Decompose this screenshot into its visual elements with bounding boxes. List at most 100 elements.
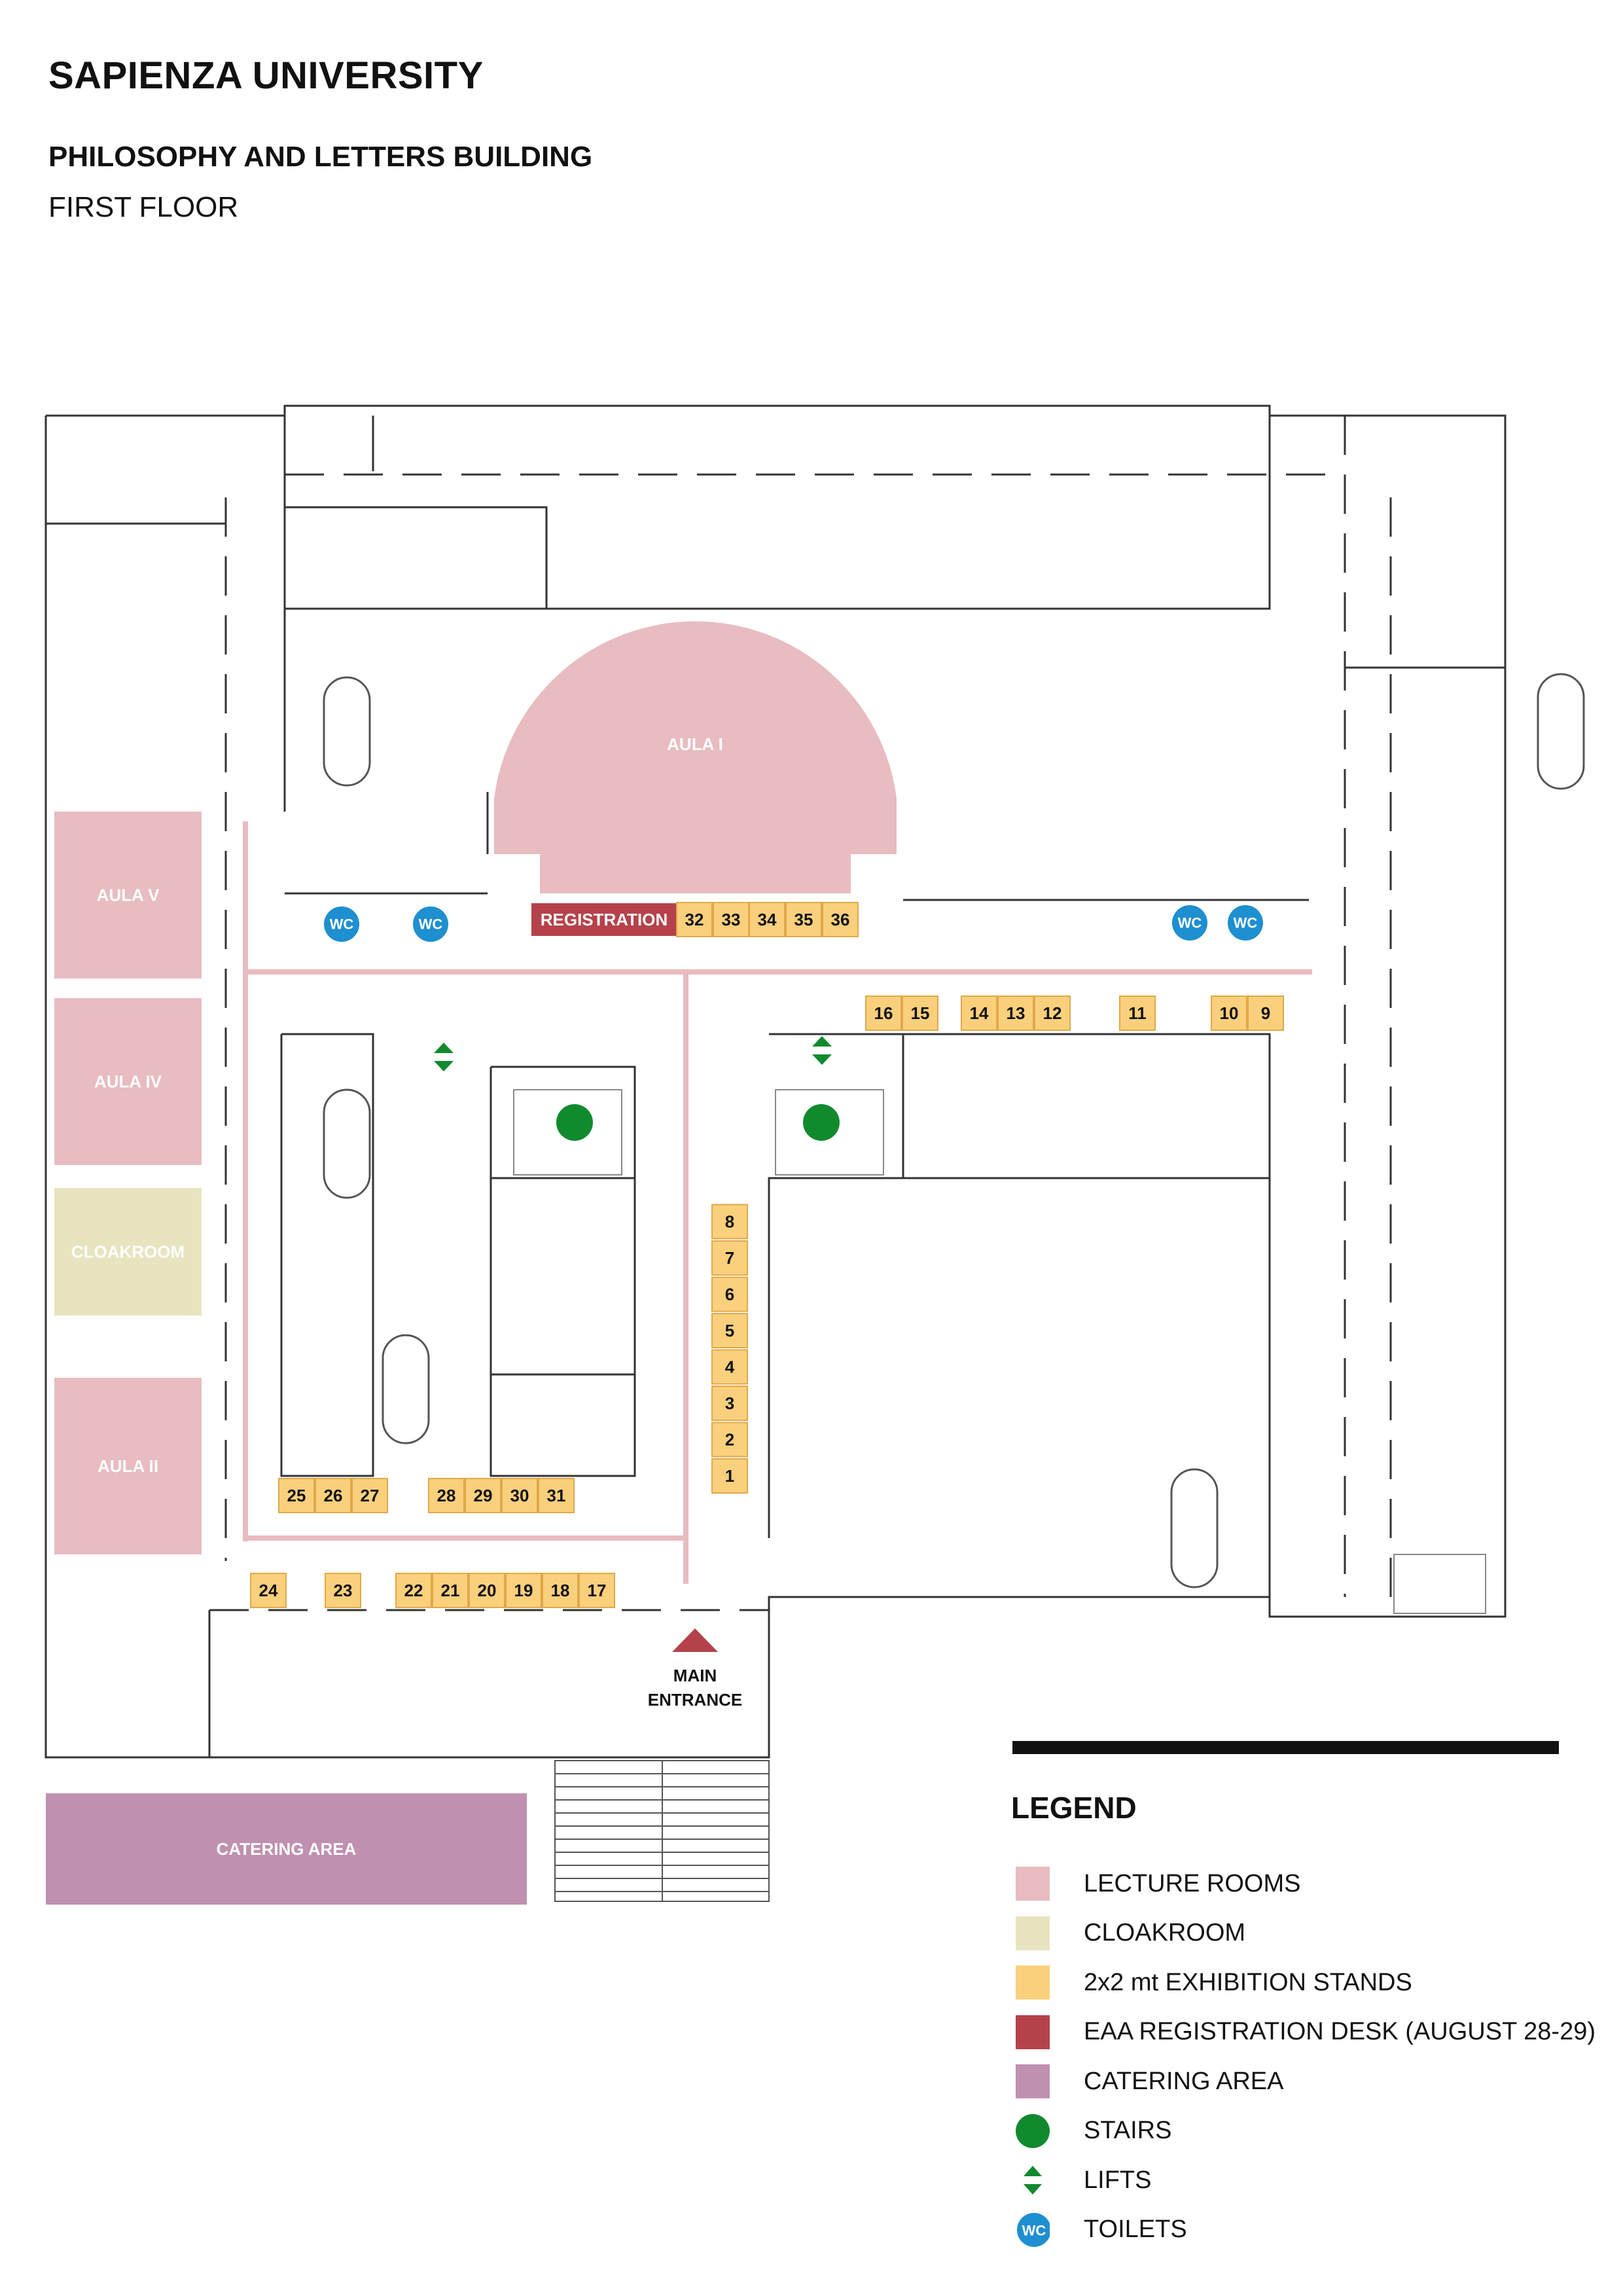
stand-5: 5 xyxy=(711,1313,748,1348)
legend-label: LIFTS xyxy=(1084,2166,1152,2194)
stand-number: 29 xyxy=(474,1486,493,1505)
wc-label: WC xyxy=(330,916,354,933)
legend-item-stairs: STAIRS xyxy=(1016,2113,1171,2149)
stand-box xyxy=(1034,996,1071,1031)
legend-swatch xyxy=(1016,2064,1050,2098)
stand-box xyxy=(676,902,713,937)
stand-box xyxy=(469,1573,505,1608)
stairs-icon xyxy=(1016,2113,1050,2149)
stand-box xyxy=(325,1573,361,1608)
stand-number: 16 xyxy=(874,1003,893,1023)
stand-box xyxy=(505,1573,542,1608)
stair-wells xyxy=(513,1089,1486,1614)
stand-number: 1 xyxy=(725,1466,734,1486)
wc-label: WC xyxy=(419,916,443,933)
stand-number: 27 xyxy=(361,1486,380,1505)
stand-number: 35 xyxy=(794,910,813,929)
map-title: SAPIENZA UNIVERSITY xyxy=(48,54,484,97)
room-cloakroom xyxy=(54,1188,202,1316)
stand-19: 19 xyxy=(505,1573,542,1608)
room-label-aula_v: AULA V xyxy=(97,886,160,905)
toilet-marker: WC xyxy=(1172,905,1207,941)
stand-15: 15 xyxy=(902,996,938,1031)
stand-box xyxy=(428,1478,465,1513)
stand-4: 4 xyxy=(711,1349,748,1385)
stand-27: 27 xyxy=(351,1478,388,1513)
stand-box xyxy=(395,1573,432,1608)
legend-item-catering: CATERING AREA xyxy=(1016,2063,1283,2100)
stand-number: 19 xyxy=(514,1581,533,1600)
legend-item-lifts: LIFTS xyxy=(1016,2162,1151,2198)
stand-16: 16 xyxy=(865,996,902,1031)
stand-21: 21 xyxy=(432,1573,469,1608)
stand-box xyxy=(432,1573,469,1608)
stand-18: 18 xyxy=(542,1573,579,1608)
wc-icon xyxy=(1172,905,1207,941)
stand-box xyxy=(465,1478,501,1513)
wc-label: WC xyxy=(1178,915,1202,931)
stand-7: 7 xyxy=(711,1240,748,1276)
spiral-stair-c xyxy=(382,1334,430,1444)
legend-label: LECTURE ROOMS xyxy=(1084,1869,1301,1897)
stand-box xyxy=(711,1349,748,1385)
stand-12: 12 xyxy=(1034,996,1071,1031)
stand-box xyxy=(711,1240,748,1276)
room-label-aula_ii: AULA II xyxy=(98,1456,158,1476)
stand-number: 6 xyxy=(725,1285,734,1304)
stand-14: 14 xyxy=(961,996,997,1031)
stand-box xyxy=(711,1204,748,1240)
building-name: PHILOSOPHY AND LETTERS BUILDING xyxy=(48,141,593,173)
stand-25: 25 xyxy=(278,1478,315,1513)
building-walls xyxy=(45,404,1507,1759)
stand-36: 36 xyxy=(822,902,859,937)
inner-north-block xyxy=(769,1033,1271,1178)
spiral-stair-se xyxy=(1170,1468,1219,1588)
room-aula_iv xyxy=(54,998,202,1165)
stand-26: 26 xyxy=(315,1478,351,1513)
lift-icon xyxy=(812,1036,832,1065)
stand-9: 9 xyxy=(1247,996,1284,1031)
stand-number: 5 xyxy=(725,1321,734,1340)
entrance-label-line1: MAIN xyxy=(673,1666,717,1685)
stand-31: 31 xyxy=(538,1478,575,1513)
registration-desk xyxy=(531,903,677,936)
stand-17: 17 xyxy=(579,1573,615,1608)
exhibition-route xyxy=(243,821,1312,1584)
stand-number: 33 xyxy=(722,910,741,929)
stand-box xyxy=(278,1478,315,1513)
stand-35: 35 xyxy=(785,902,822,937)
stand-30: 30 xyxy=(501,1478,538,1513)
stand-32: 32 xyxy=(676,902,713,937)
stand-number: 18 xyxy=(551,1581,570,1600)
toilet-marker: WC xyxy=(324,906,359,942)
stand-number: 21 xyxy=(441,1581,460,1600)
legend-swatch xyxy=(1016,1965,1050,2000)
stand-24: 24 xyxy=(250,1573,287,1608)
svg-text:WC: WC xyxy=(1022,2222,1046,2238)
toilets-icon: WC xyxy=(1016,2212,1050,2248)
stand-13: 13 xyxy=(997,996,1034,1031)
stand-3: 3 xyxy=(711,1386,748,1421)
stand-number: 36 xyxy=(831,910,850,929)
stand-29: 29 xyxy=(465,1478,501,1513)
stand-23: 23 xyxy=(325,1573,361,1608)
stand-box xyxy=(785,902,822,937)
legend-label: STAIRS xyxy=(1084,2117,1172,2144)
stand-box xyxy=(711,1422,748,1458)
stand-2: 2 xyxy=(711,1422,748,1458)
stand-box xyxy=(713,902,749,937)
stand-34: 34 xyxy=(749,902,785,937)
stand-20: 20 xyxy=(469,1573,505,1608)
entrance-label-line2: ENTRANCE xyxy=(648,1690,742,1710)
stand-number: 10 xyxy=(1220,1003,1239,1023)
spiral-stair-ne xyxy=(1537,673,1585,790)
legend-divider xyxy=(1012,1741,1559,1754)
wc-icon xyxy=(324,906,359,942)
stand-number: 34 xyxy=(758,910,777,929)
stand-number: 22 xyxy=(404,1581,423,1600)
floor-name: FIRST FLOOR xyxy=(48,191,239,223)
stand-number: 32 xyxy=(685,910,704,929)
